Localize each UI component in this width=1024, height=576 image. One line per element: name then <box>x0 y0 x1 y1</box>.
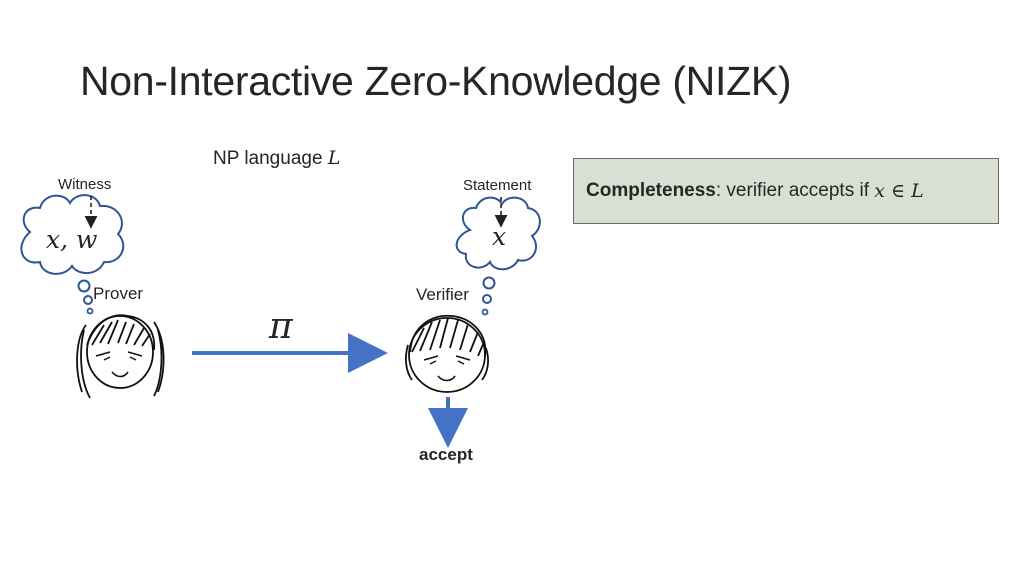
completeness-box: Completeness: verifier accepts if x ∈ L <box>573 158 999 224</box>
np-language-label: NP language L <box>213 147 340 170</box>
prover-label: Prover <box>93 284 144 303</box>
completeness-math: x ∈ L <box>874 180 924 202</box>
prover-thought-cloud <box>20 194 125 315</box>
verifier-thought-cloud <box>455 196 541 316</box>
accept-label: accept <box>419 445 473 464</box>
verifier-cloud-text: x <box>492 222 507 251</box>
statement-label: Statement <box>463 177 532 194</box>
prover-face-icon <box>76 314 165 399</box>
np-language-text: NP language <box>213 148 323 169</box>
verifier-face-icon <box>405 314 489 393</box>
completeness-sep: : <box>715 180 722 201</box>
prover-cloud-text: x, w <box>46 225 98 254</box>
proof-symbol: π <box>269 306 293 347</box>
verifier-label: Verifier <box>416 285 469 304</box>
witness-label: Witness <box>58 176 112 193</box>
slide-title: Non-Interactive Zero-Knowledge (NIZK) <box>80 58 792 104</box>
completeness-text: verifier accepts if <box>721 180 875 201</box>
completeness-term: Completeness <box>586 180 716 201</box>
language-symbol: L <box>327 147 341 169</box>
